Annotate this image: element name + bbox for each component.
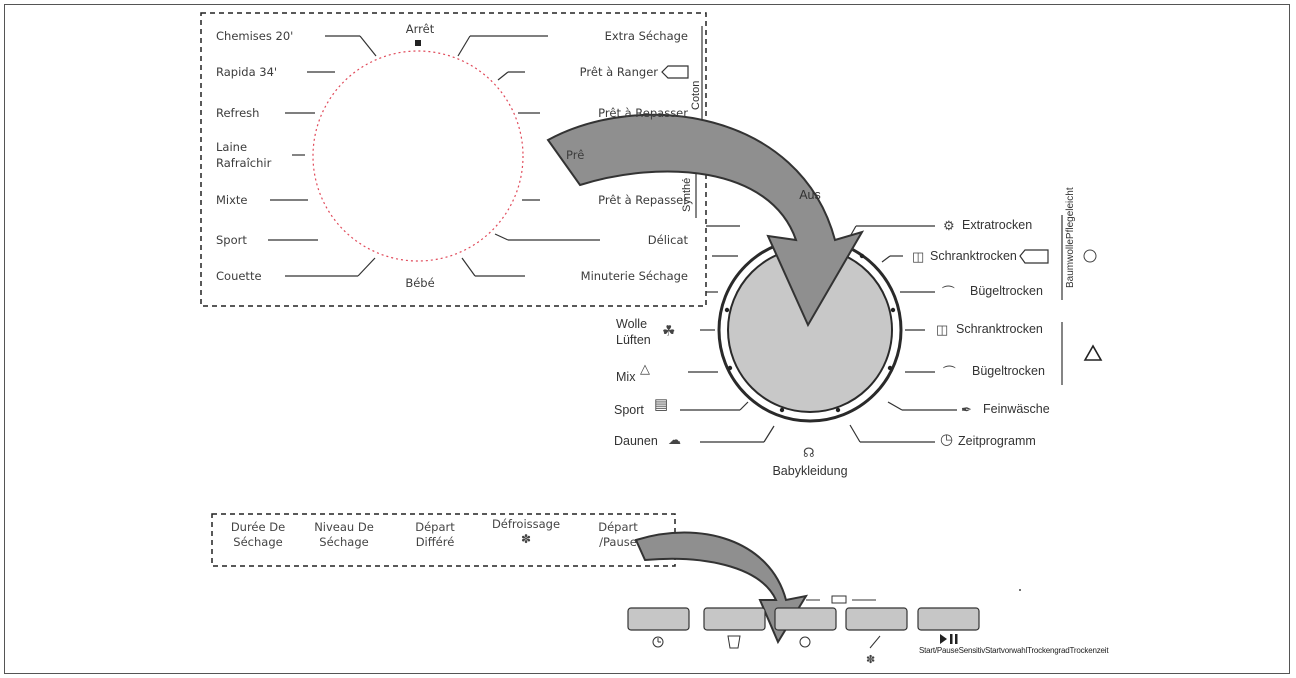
wardrobe-icon: ◫ bbox=[936, 322, 949, 337]
down-icon: ☁ bbox=[668, 432, 681, 447]
dial-fr-right-label: Minuterie Séchage bbox=[580, 269, 688, 283]
dial-de-right-label: Zeitprogramm bbox=[958, 434, 1036, 448]
dial-fr-top-label: Arrêt bbox=[405, 22, 435, 36]
arrow-to-dial bbox=[546, 113, 865, 328]
anticrease-icon: ✽ bbox=[866, 654, 876, 666]
dial-fr-left-label: Sport bbox=[216, 233, 247, 247]
dial-fr-bottom-label: Bébé bbox=[405, 276, 435, 290]
iron-icon: ⏜ bbox=[943, 365, 956, 380]
dial-de-left-label: Lüften bbox=[616, 333, 651, 347]
group-coton-label: Coton bbox=[690, 80, 702, 110]
wool-icon: ☘ bbox=[662, 323, 676, 340]
dial-fr-left-label: Rapida 34' bbox=[216, 65, 278, 79]
dial-de-right-label: Schranktrocken bbox=[956, 322, 1043, 336]
dial-fr-right-label: Prêt à Repasser bbox=[598, 106, 688, 120]
dial-de-bottom-label: Babykleidung bbox=[772, 464, 848, 478]
dial-fr-left-label: Refresh bbox=[216, 106, 260, 120]
dial-de-right-label: Extratrocken bbox=[962, 218, 1033, 232]
dial-de-right-label: Schranktrocken bbox=[930, 249, 1017, 263]
dial-fr-right-label: Délicat bbox=[647, 233, 688, 247]
feather-icon: ✒ bbox=[961, 402, 972, 417]
mix-icon: △ bbox=[640, 361, 650, 376]
dial-fr-right-label: Prêt à Ranger bbox=[579, 65, 658, 79]
group-baumwolle-label: BaumwollePflegeleicht bbox=[1065, 187, 1076, 288]
dial-fr-right-label: Prê bbox=[566, 148, 585, 162]
button-fr-anticrease[interactable]: Défroissage✽ bbox=[484, 517, 568, 547]
dial-fr-right-label: Extra Séchage bbox=[604, 29, 688, 43]
dial-de-right-label: Feinwäsche bbox=[983, 402, 1050, 416]
anticrease-icon: ✽ bbox=[520, 532, 532, 546]
extra-dry-icon: ⚙ bbox=[943, 218, 955, 233]
clock-icon: ◷ bbox=[940, 431, 954, 448]
french-leader-lines bbox=[268, 26, 703, 277]
triangle-icon bbox=[1083, 344, 1103, 361]
baby-icon: ☊ bbox=[803, 445, 815, 460]
group-synth-label: Synthé bbox=[681, 177, 693, 212]
french-dial-circle bbox=[312, 50, 524, 262]
german-buttons bbox=[627, 607, 980, 631]
dial-fr-left-label: Laine bbox=[216, 140, 248, 154]
dial-de-left-label: Mix bbox=[616, 370, 636, 384]
dial-de-right-label: Bügeltrocken bbox=[970, 284, 1043, 298]
dial-fr-right-label: Prêt à Repasser bbox=[598, 193, 688, 207]
image-frame bbox=[4, 4, 1290, 674]
german-buttons-caption: Start/PauseSensitivStartvorwahlTrockengr… bbox=[919, 646, 1109, 655]
dial-fr-left-label: Couette bbox=[216, 269, 262, 283]
dial-de-left-label: Daunen bbox=[614, 434, 658, 448]
dial-de-left-label: Sport bbox=[614, 403, 644, 417]
button-fr-start-pause[interactable]: Départ/Pause bbox=[598, 520, 638, 549]
dial-fr-left-label: Chemises 20' bbox=[216, 29, 294, 43]
tag-icon bbox=[661, 65, 689, 79]
dial-de-right-label: Bügeltrocken bbox=[972, 364, 1045, 378]
wardrobe-icon: ◫ bbox=[912, 249, 925, 264]
dial-fr-left-label: Mixte bbox=[216, 193, 248, 207]
dial-de-top-label: Aus bbox=[799, 188, 821, 202]
dial-de-left-label: Wolle bbox=[616, 317, 648, 331]
french-dial-off-marker bbox=[415, 40, 421, 46]
sport-icon: ▤ bbox=[654, 396, 669, 413]
dial-fr-left-label: Rafraîchir bbox=[216, 156, 272, 170]
german-leader-lines bbox=[680, 215, 1063, 443]
iron-icon: ⏜ bbox=[942, 285, 955, 300]
